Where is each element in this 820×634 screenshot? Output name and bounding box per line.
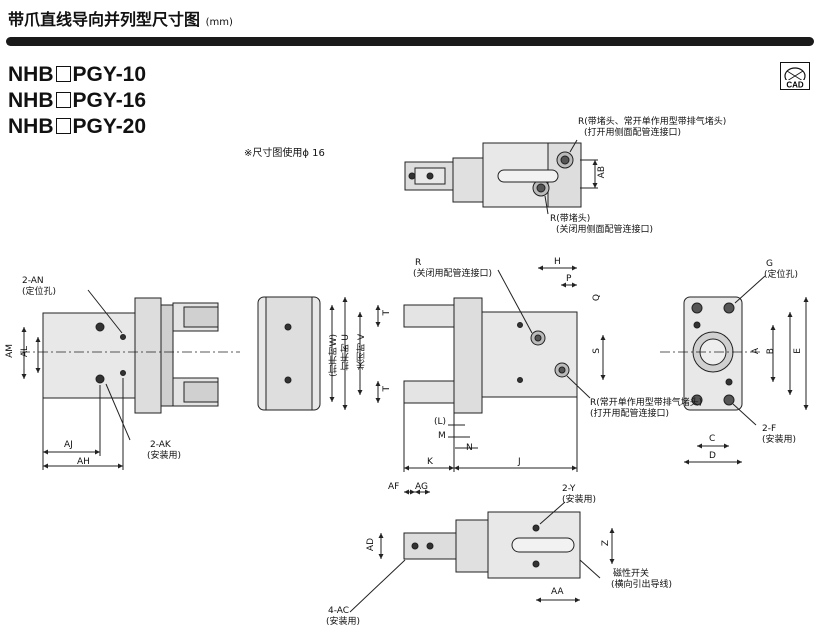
label-r-open-note: (打开用配管连接口) [590, 409, 670, 419]
drawing-note: ※尺寸图使用ϕ 16 [244, 148, 325, 159]
title-unit: (mm) [205, 17, 233, 28]
model-placeholder-box [55, 118, 71, 134]
dim-p: P [566, 274, 572, 284]
dim-e: E [793, 348, 803, 354]
label-top-r-close-note: (关闭用侧面配管连接口) [556, 225, 654, 235]
model-placeholder-box [55, 66, 71, 82]
top-view [404, 139, 598, 215]
dim-h: H [554, 257, 561, 267]
label-ac: 4-AC [328, 606, 350, 616]
label-r-close-note: (关闭用配管连接口) [413, 269, 493, 279]
dim-m: M [438, 431, 446, 441]
label-top-r-open: R(带堵头、常开单作用型带排气堵头) [578, 117, 727, 127]
front-view-left [20, 289, 240, 470]
dim-j: J [518, 457, 521, 467]
dim-u: 打开时 U [341, 334, 351, 371]
dim-ab: AB [597, 166, 607, 179]
dim-q: Q [592, 294, 602, 302]
label-g: G [766, 259, 773, 269]
dim-am: AM [5, 344, 15, 358]
title-divider [6, 37, 814, 46]
dim-af: AF [388, 482, 400, 492]
dim-ah: AH [77, 457, 90, 467]
dim-s: S [592, 348, 602, 354]
label-top-r-open-note: (打开用侧面配管连接口) [584, 128, 682, 138]
label-r-open: R(常开单作用型带排气堵头) [590, 398, 703, 408]
dim-al: AL [20, 346, 30, 358]
model-placeholder-box [55, 92, 71, 108]
dim-aj: AJ [64, 440, 73, 450]
label-f: 2-F [762, 424, 777, 434]
label-f-note: (安装用) [762, 435, 797, 445]
dim-d: D [709, 451, 716, 461]
dim-b: B [766, 348, 776, 355]
dim-z: Z [601, 540, 611, 547]
label-top-r-close: R(带堵头) [550, 214, 591, 224]
end-view [660, 275, 809, 465]
label-ac-note: (安装用) [326, 617, 361, 627]
svg-text:CAD: CAD [786, 81, 804, 90]
dim-w: (打开时W) [329, 334, 339, 377]
label-ak-note: (安装用) [147, 451, 182, 461]
label-r-close: R [415, 258, 422, 268]
dim-t-upper: T [382, 310, 392, 316]
side-view [257, 296, 363, 411]
dim-a: A [751, 348, 761, 355]
dim-ad: AD [366, 538, 376, 552]
label-y: 2-Y [562, 484, 576, 494]
page-title: 带爪直线导向并列型尺寸图 (mm) [8, 6, 233, 30]
dim-v: 关闭时 V [357, 334, 367, 371]
dim-aa: AA [551, 587, 564, 597]
label-ak: 2-AK [150, 440, 171, 450]
bottom-view [349, 489, 615, 613]
label-an: 2-AN [22, 276, 44, 286]
label-an-note: (定位孔) [22, 287, 57, 297]
dim-n: N [466, 443, 473, 453]
label-g-note: (定位孔) [764, 270, 799, 280]
dim-l: (L) [434, 417, 447, 427]
label-y-note: (安装用) [562, 495, 597, 505]
title-text: 带爪直线导向并列型尺寸图 [8, 10, 201, 29]
dim-k: K [427, 457, 433, 467]
dim-t-lower: T [382, 386, 392, 392]
cad-icon[interactable]: CAD [780, 62, 810, 90]
front-view-right [375, 265, 606, 472]
label-switch: 磁性开关 [613, 569, 650, 579]
dim-c: C [709, 434, 716, 444]
label-switch-note: (横向引出导线) [611, 580, 673, 590]
dim-ag: AG [415, 482, 428, 492]
